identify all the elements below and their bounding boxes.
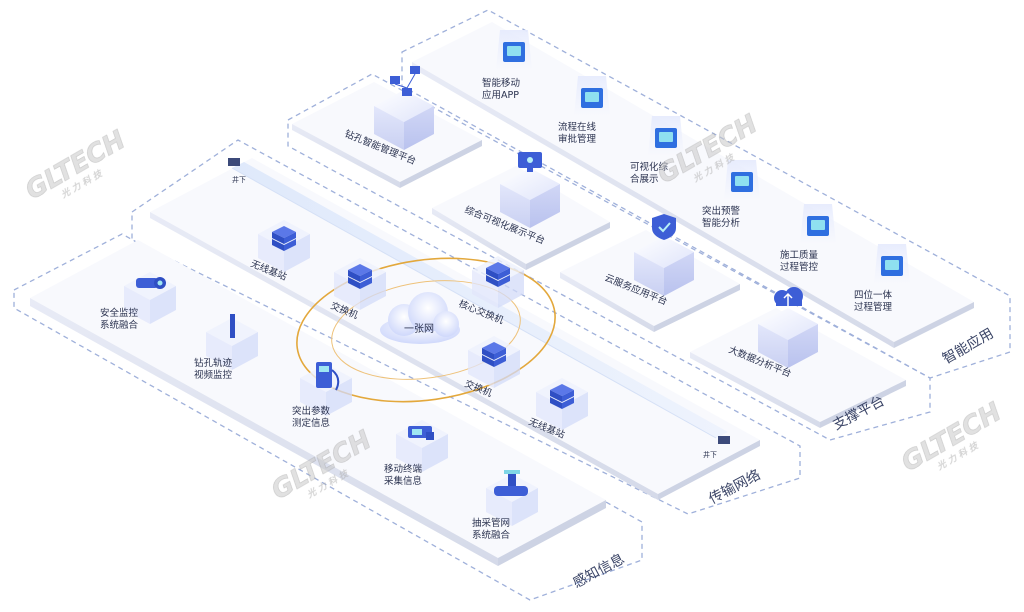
- smart-app-item-label-2: 智能分析: [702, 217, 741, 229]
- perception-item-label-2: 视频监控: [194, 369, 233, 381]
- approval-user-icon: [574, 76, 610, 116]
- perception-item-label-1: 抽采管网: [472, 517, 510, 529]
- smart-app-item-label-1: 四位一体: [854, 289, 893, 301]
- plates: [30, 22, 974, 566]
- pump-icon: [136, 277, 166, 289]
- network-nodes-icon: [390, 66, 420, 96]
- perception-item-label-2: 系统融合: [100, 319, 139, 331]
- perception-item-trajectory[interactable]: 钻孔轨迹 视频监控: [194, 314, 258, 381]
- process-chat-icon: [874, 244, 910, 284]
- tube-end-label-a: 井下: [232, 175, 246, 184]
- drill-rod-icon: [230, 314, 235, 338]
- mobile-terminal-icon: [408, 426, 434, 440]
- transport-layer-outline: [131, 139, 801, 515]
- cloud-upload-icon: [774, 287, 803, 306]
- perception-item-label-1: 安全监控: [100, 307, 139, 319]
- support-platform-layer-outline: [287, 73, 931, 441]
- perception-item-label-2: 系统融合: [472, 529, 511, 541]
- watermark-logo: GLTECH 光 力 科 技: [896, 397, 1007, 479]
- quality-badge-icon: [800, 204, 836, 244]
- cloud-icon: 一张网: [380, 292, 460, 344]
- mobile-app-icon: [496, 30, 532, 70]
- tube-end-cap-a: [228, 158, 240, 166]
- perception-item-pipeline[interactable]: 抽采管网 系统融合: [472, 470, 538, 541]
- smart-app-item-label-1: 突出预警: [702, 205, 741, 217]
- network-items: 无线基站 交换机 核心交换机 交换机 无线基站: [249, 220, 588, 441]
- perception-item-mobile[interactable]: 移动终端 采集信息: [384, 420, 448, 487]
- smart-app-items: 智能移动 应用APP 流程在线 审批管理 可视化综 合展示 突出预警 智能分析 …: [482, 30, 910, 313]
- perception-item-safety[interactable]: 安全监控 系统融合: [100, 272, 176, 331]
- perception-item-label-2: 测定信息: [292, 417, 330, 429]
- perception-item-label-1: 突出参数: [292, 405, 331, 417]
- smart-app-layer-title: 智能应用: [940, 325, 997, 368]
- smart-app-item[interactable]: 智能移动 应用APP: [482, 30, 532, 101]
- transport-layer-title: 传输网络: [706, 467, 763, 507]
- smart-app-item-label-1: 流程在线: [558, 121, 597, 133]
- smart-app-item-label-2: 应用APP: [482, 89, 519, 101]
- smart-app-item-label-2: 审批管理: [558, 133, 597, 145]
- smart-app-item-label-2: 合展示: [630, 173, 659, 185]
- tube-end-cap-b: [718, 436, 730, 444]
- smart-app-item-label-1: 可视化综: [630, 161, 669, 173]
- smart-app-item[interactable]: 可视化综 合展示: [630, 116, 684, 185]
- alarm-bell-icon: [724, 160, 760, 200]
- perception-items: 安全监控 系统融合 钻孔轨迹 视频监控 突出参数 测定信息: [100, 272, 538, 541]
- smart-app-item-label-1: 施工质量: [780, 249, 819, 261]
- pipeline-valve-icon: [494, 470, 528, 496]
- perception-item-label-2: 采集信息: [384, 475, 422, 487]
- backbone-tube: 井下 井下: [228, 158, 730, 459]
- monitor-icon: [518, 152, 542, 172]
- watermark-logo: GLTECH 光 力 科 技: [20, 125, 131, 207]
- smart-app-item[interactable]: 施工质量 过程管控: [780, 204, 836, 273]
- smart-app-item[interactable]: 四位一体 过程管理: [854, 244, 910, 313]
- perception-item-parameters[interactable]: 突出参数 测定信息: [292, 362, 352, 429]
- perception-layer-title: 感知信息: [570, 550, 627, 591]
- gas-meter-icon: [316, 362, 340, 391]
- perception-item-label-1: 钻孔轨迹: [194, 357, 233, 369]
- perception-item-label-1: 移动终端: [384, 463, 423, 475]
- smart-app-item[interactable]: 突出预警 智能分析: [702, 160, 760, 229]
- shield-icon: [652, 214, 676, 240]
- cloud-label: 一张网: [404, 323, 434, 335]
- smart-app-item[interactable]: 流程在线 审批管理: [558, 76, 610, 145]
- perception-layer-outline: [13, 233, 643, 601]
- smart-app-item-label-1: 智能移动: [482, 77, 520, 89]
- smart-app-item-label-2: 过程管理: [854, 301, 893, 313]
- network-orbit: [296, 257, 556, 403]
- tube-end-label-b: 井下: [703, 450, 717, 459]
- smart-app-item-label-2: 过程管控: [780, 261, 819, 273]
